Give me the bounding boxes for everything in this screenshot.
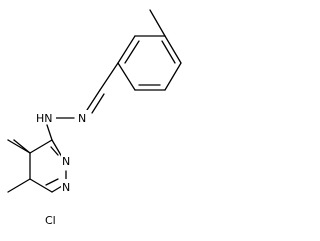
atom-labels: N HN N N Cl — [34, 110, 90, 227]
bond — [117, 62, 136, 91]
phthalazine-ring — [7, 139, 67, 193]
bond-inner — [124, 40, 140, 64]
bond — [99, 62, 119, 91]
imine-bond-inner — [91, 93, 105, 114]
bond — [164, 62, 182, 91]
bond — [29, 139, 53, 154]
label-bg — [34, 110, 56, 124]
chloro-label: Cl — [45, 214, 56, 227]
bond — [13, 139, 31, 154]
hydrazone-n-label: N — [78, 112, 86, 125]
bond — [164, 35, 182, 64]
label-bg — [61, 153, 73, 167]
ring-n-lower-label: N — [62, 181, 70, 194]
bond — [7, 178, 31, 193]
bond-inner — [50, 146, 59, 156]
bond-inner — [45, 178, 59, 186]
methyl-bond — [149, 9, 166, 37]
bond-inner — [161, 40, 176, 64]
bond — [51, 185, 63, 193]
molecule-drawing: N HN N N Cl — [7, 9, 182, 227]
structure-canvas: N HN N N Cl — [7, 9, 182, 227]
bond — [46, 124, 53, 141]
bond — [117, 35, 136, 64]
bond — [29, 178, 53, 193]
label-bg — [61, 179, 73, 193]
label-bg — [76, 110, 90, 124]
label-bg — [44, 212, 60, 226]
hydrazine-nh-label: HN — [36, 112, 53, 125]
ring-n-upper-label: N — [62, 155, 70, 168]
bond — [51, 139, 63, 158]
imine-bond — [86, 89, 101, 111]
tolyl-ring — [117, 35, 182, 91]
